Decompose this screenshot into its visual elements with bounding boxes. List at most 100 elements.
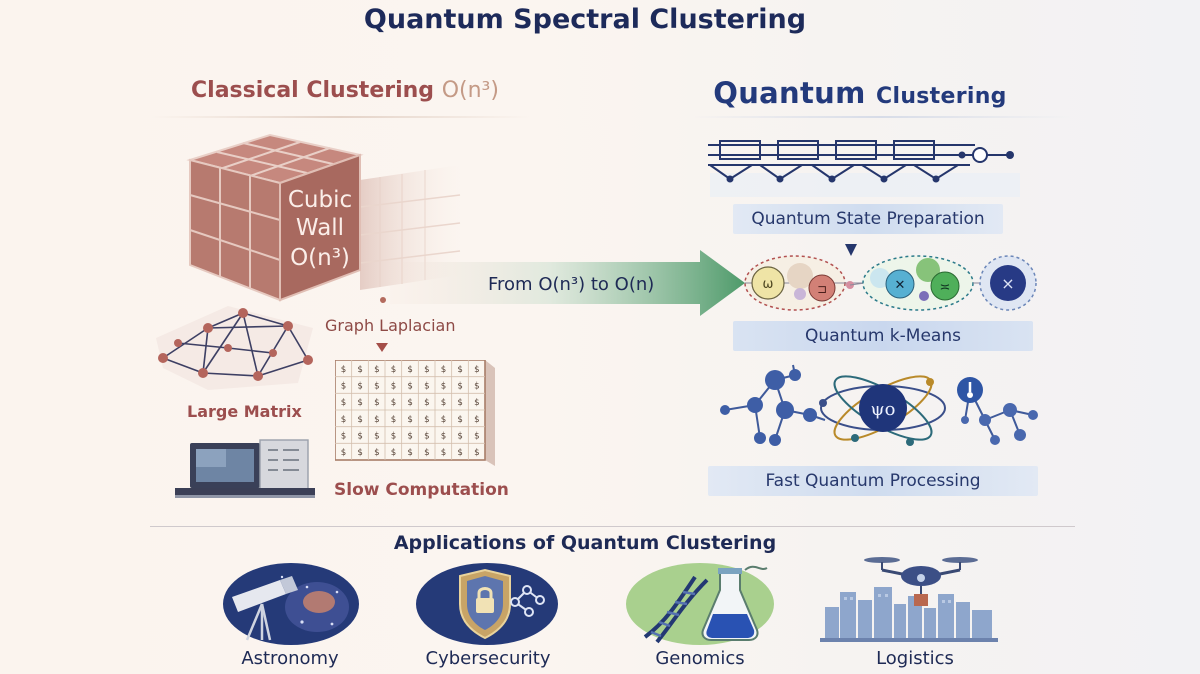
slow-computation-label: Slow Computation (334, 480, 509, 500)
app-genomics: Genomics (655, 648, 745, 669)
matrix-cell: $ (424, 432, 429, 442)
matrix-cell: $ (407, 382, 412, 392)
matrix-cell: $ (341, 448, 346, 458)
matrix-cells: $ $ $ $ $ $ $ $ $ $ $ $ $ $ $ $ $ $ $ $ $ $ $ $ $ $ $ $ $ $ $ $ $ $ $ $ $ $ $ $… (335, 360, 485, 460)
app-astronomy: Astronomy (241, 648, 339, 669)
matrix-cell: $ (424, 398, 429, 408)
matrix-cell: $ (424, 415, 429, 425)
matrix-cell: $ (374, 432, 379, 442)
matrix-cell: $ (474, 382, 479, 392)
cubic-wall-cube: Cubic Wall O(n³) (186, 133, 461, 302)
quantum-circuit (708, 140, 1020, 197)
right-divider (690, 116, 1070, 118)
matrix-cell: $ (457, 398, 462, 408)
cube-line-3: O(n³) (290, 245, 350, 271)
matrix-cell: $ (341, 382, 346, 392)
matrix-cell: $ (374, 415, 379, 425)
matrix-cell: $ (424, 448, 429, 458)
arrow-label: From O(n³) to O(n) (488, 274, 655, 295)
matrix-cell: $ (357, 448, 362, 458)
matrix-cell: $ (341, 432, 346, 442)
matrix-cell: $ (457, 432, 462, 442)
cluster-mark-4: ≍ (940, 280, 951, 295)
matrix-cell: $ (357, 365, 362, 375)
matrix-cell: $ (357, 432, 362, 442)
matrix-cell: $ (407, 432, 412, 442)
matrix-cell: $ (374, 382, 379, 392)
matrix-cell: $ (341, 365, 346, 375)
matrix-cell: $ (441, 398, 446, 408)
quantum-kmeans-clusters: ω ⊐ ✕ ≍ × (744, 244, 1037, 311)
step-state-preparation: Quantum State Preparation (733, 204, 1003, 234)
step-fast-processing: Fast Quantum Processing (708, 466, 1038, 496)
applications-heading: Applications of Quantum Clustering (393, 532, 777, 554)
matrix-cell: $ (441, 382, 446, 392)
app-cybersecurity: Cybersecurity (425, 648, 551, 669)
matrix-cell: $ (474, 365, 479, 375)
matrix-cell: $ (341, 398, 346, 408)
matrix-cell: $ (374, 398, 379, 408)
quantum-heading-main: Quantum (713, 76, 866, 110)
matrix-cell: $ (407, 365, 412, 375)
transition-arrow (390, 250, 745, 316)
laplacian-matrix: $ $ $ $ $ $ $ $ $ $ $ $ $ $ $ $ $ $ $ $ $ $ $ $ $ $ $ $ $ $ $ $ $ $ $ $ $ $ $ $… (335, 360, 495, 466)
left-divider (150, 116, 530, 118)
classical-heading-complexity: O(n³) (441, 78, 499, 103)
wall-fade-grid (359, 165, 461, 290)
cluster-mark-1: ω (763, 277, 774, 292)
computer-icon (175, 439, 315, 498)
quantum-heading: Quantum Clustering (680, 76, 1040, 110)
matrix-cell: $ (374, 365, 379, 375)
matrix-cell: $ (357, 398, 362, 408)
page-title: Quantum Spectral Clustering (363, 4, 807, 35)
matrix-cell: $ (341, 415, 346, 425)
matrix-cell: $ (457, 382, 462, 392)
matrix-cell: $ (391, 398, 396, 408)
down-arrow-icon (376, 343, 388, 352)
classical-heading: Classical Clustering O(n³) (160, 78, 530, 103)
applications-divider (150, 526, 1075, 527)
matrix-cell: $ (474, 398, 479, 408)
matrix-cell: $ (441, 432, 446, 442)
app-logistics: Logistics (876, 648, 954, 669)
matrix-cell: $ (424, 365, 429, 375)
matrix-cell: $ (407, 415, 412, 425)
cluster-mark-3: ✕ (895, 278, 906, 293)
telescope-icon (223, 563, 359, 645)
matrix-cell: $ (374, 448, 379, 458)
matrix-cell: $ (391, 448, 396, 458)
matrix-cell: $ (457, 365, 462, 375)
matrix-cell: $ (391, 415, 396, 425)
quantum-processing-graphic: ψo (720, 364, 1038, 446)
graph-laplacian-label: Graph Laplacian (325, 316, 456, 335)
matrix-cell: $ (391, 365, 396, 375)
step-quantum-kmeans: Quantum k-Means (733, 321, 1033, 351)
drone-city-icon (820, 557, 998, 642)
matrix-cell: $ (474, 432, 479, 442)
cube-line-1: Cubic (288, 187, 352, 213)
matrix-cell: $ (391, 382, 396, 392)
quantum-heading-rest: Clustering (876, 84, 1007, 109)
matrix-cell: $ (424, 382, 429, 392)
shield-lock-icon (416, 563, 558, 645)
large-matrix-label: Large Matrix (187, 402, 302, 421)
matrix-cell: $ (474, 448, 479, 458)
matrix-cell: $ (391, 432, 396, 442)
matrix-cell: $ (457, 448, 462, 458)
matrix-cell: $ (474, 415, 479, 425)
marker-dot (380, 297, 386, 303)
matrix-cell: $ (457, 415, 462, 425)
matrix-cell: $ (441, 415, 446, 425)
matrix-cell: $ (357, 382, 362, 392)
matrix-cell: $ (357, 415, 362, 425)
network-graph (156, 306, 313, 390)
cluster-mark-5: × (1001, 274, 1014, 293)
matrix-cell: $ (407, 398, 412, 408)
psi-symbol: ψo (871, 399, 896, 420)
classical-heading-text: Classical Clustering (191, 78, 435, 103)
dna-flask-icon (626, 563, 774, 645)
matrix-cell: $ (441, 365, 446, 375)
matrix-cell: $ (441, 448, 446, 458)
cluster-mark-2: ⊐ (817, 282, 827, 296)
